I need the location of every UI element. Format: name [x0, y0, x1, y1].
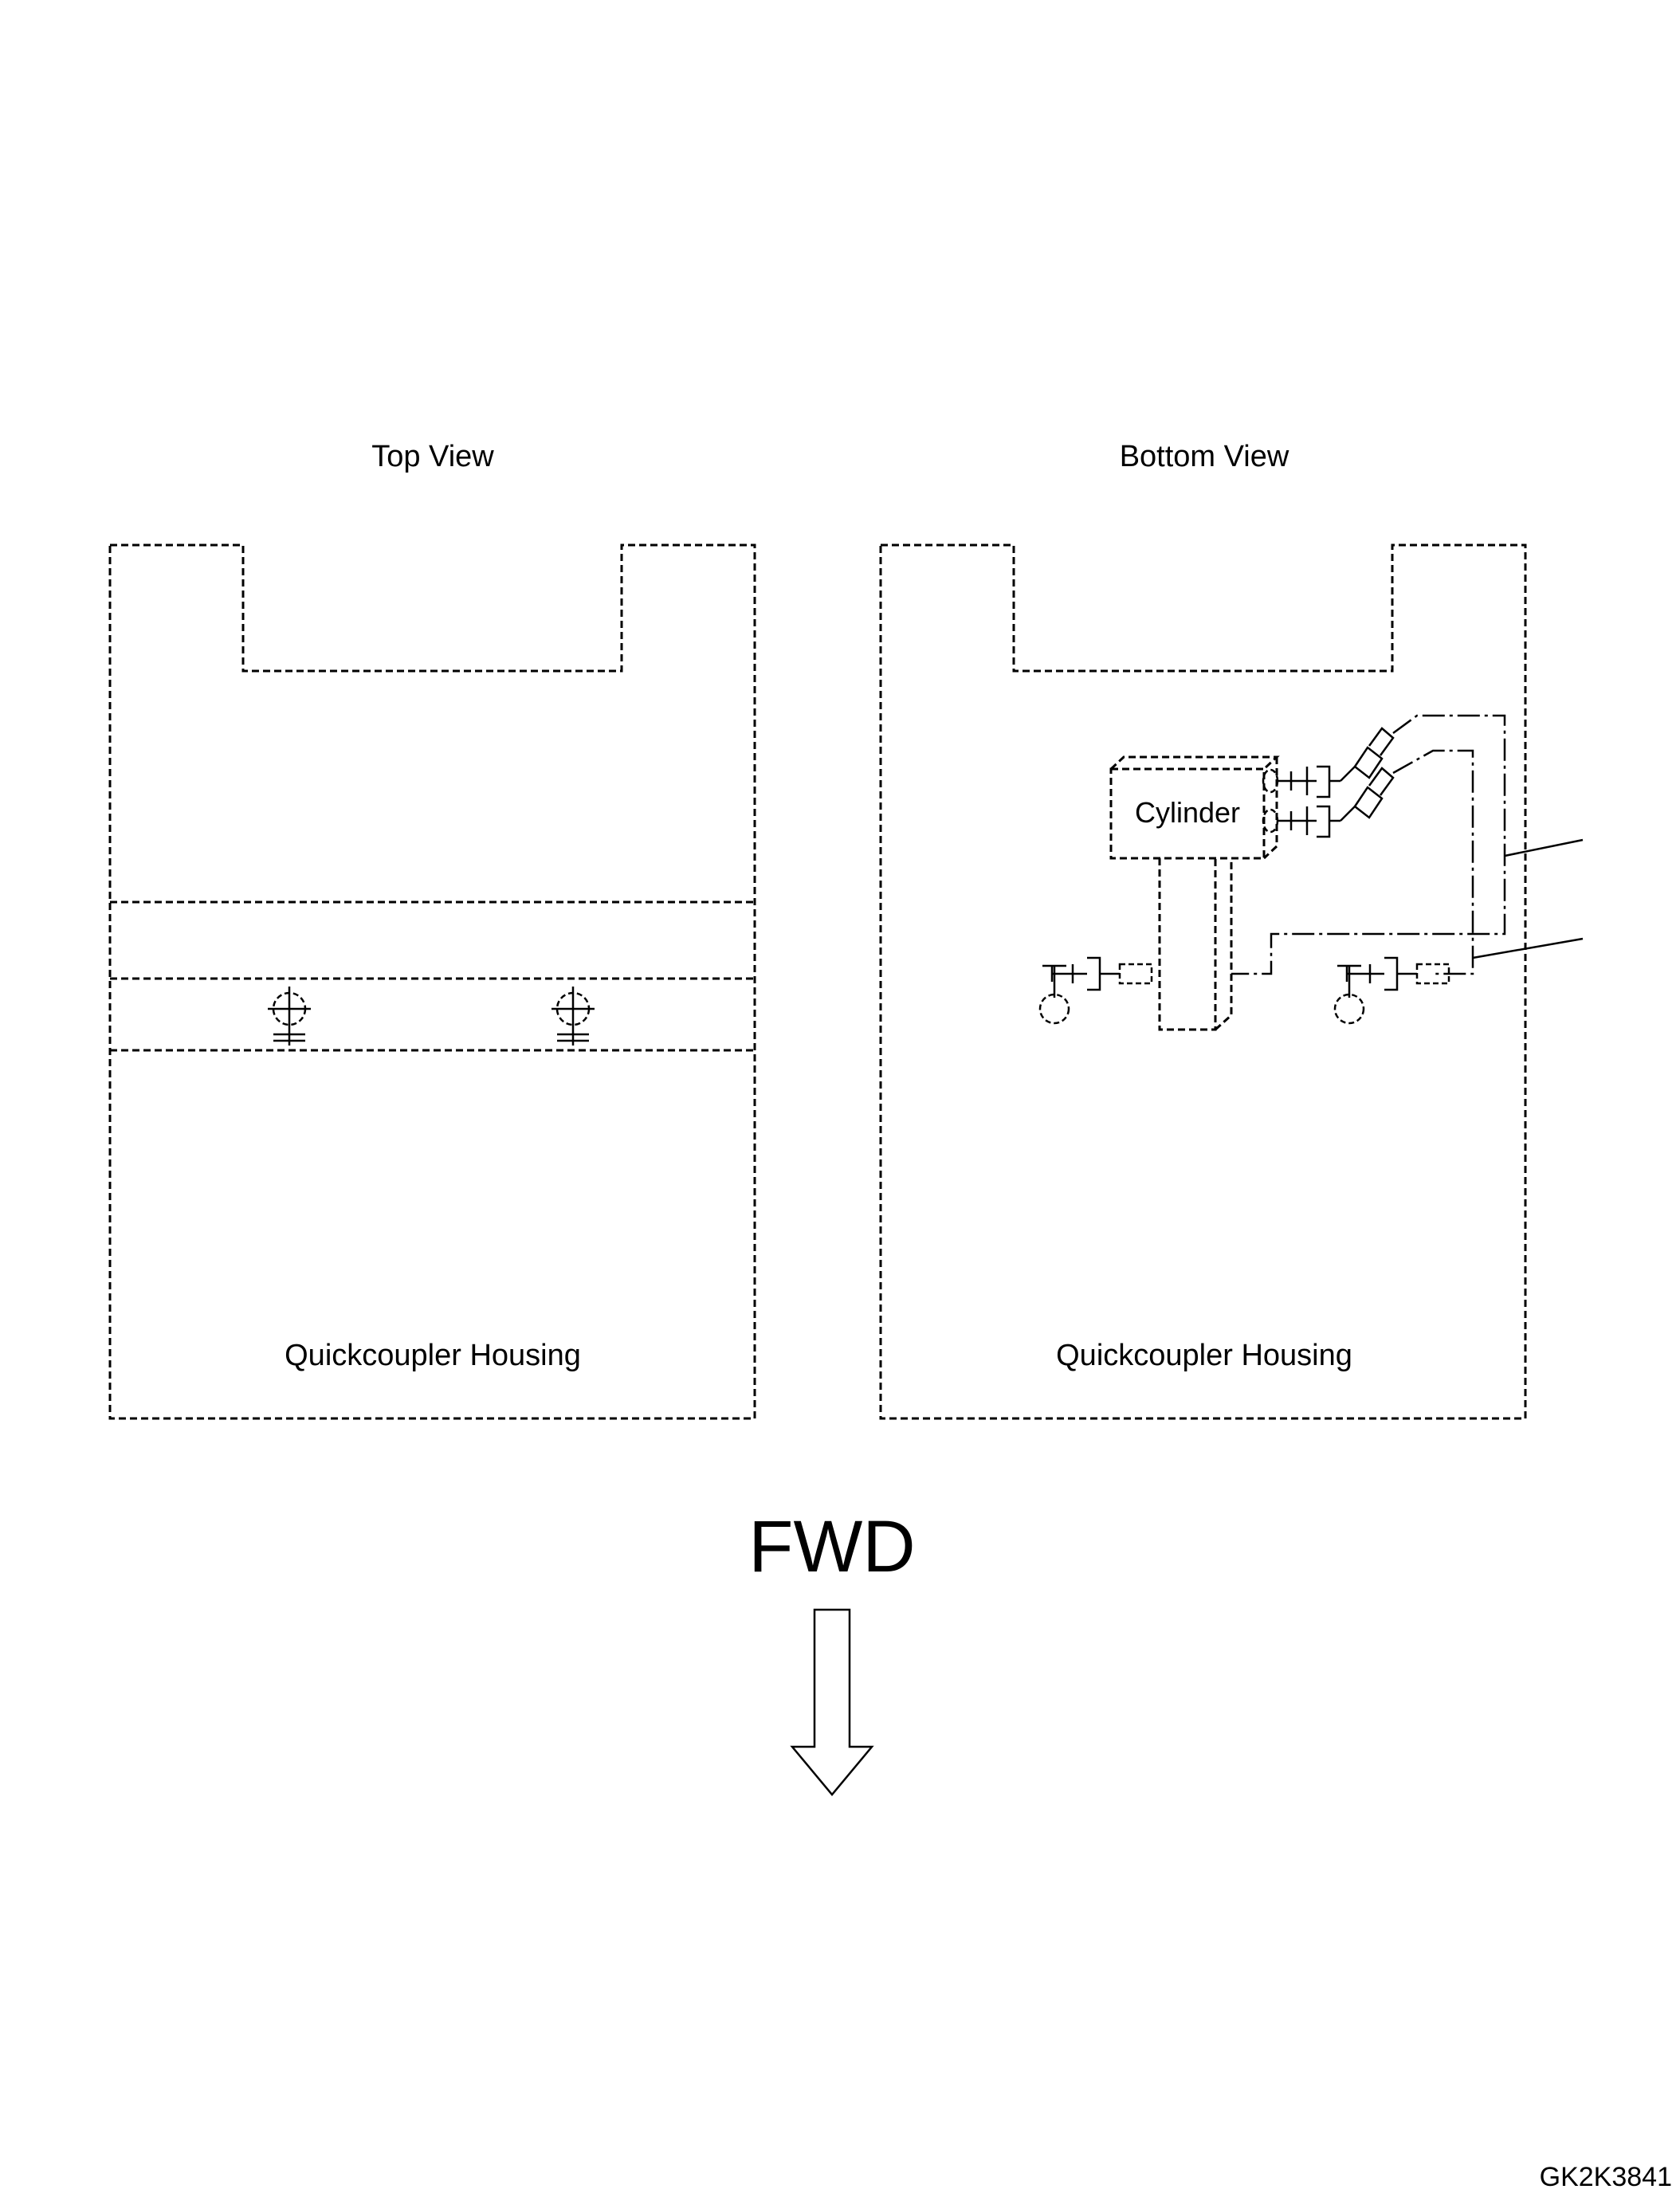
hose-fitting	[1050, 956, 1153, 991]
hose-fitting	[1345, 956, 1450, 991]
cylinder-port	[1262, 768, 1279, 834]
bolt-symbol	[1333, 964, 1365, 1025]
top-view-title: Top View	[371, 440, 494, 473]
cylinder: Cylinder	[1109, 755, 1280, 860]
bottom-view: Bottom View Cylinder	[879, 440, 1584, 1420]
top-view: Top View Quickcoupler Housing	[108, 440, 756, 1420]
leader-line	[1472, 937, 1584, 959]
hose-fitting	[1278, 767, 1395, 838]
cylinder-label: Cylinder	[1135, 796, 1240, 829]
figure-id: GK2K3841	[1540, 2162, 1672, 2192]
bolt-symbol	[1038, 964, 1070, 1025]
bottom-view-title: Bottom View	[1120, 440, 1289, 473]
hose-fitting	[1278, 727, 1395, 798]
bolt-symbol	[551, 987, 595, 1046]
bottom-view-housing-label: Quickcoupler Housing	[1056, 1339, 1352, 1372]
top-view-housing-label: Quickcoupler Housing	[285, 1339, 581, 1372]
cylinder-rod	[1158, 858, 1217, 1031]
leader-line	[1504, 838, 1584, 857]
top-view-housing-outline	[108, 543, 756, 1420]
down-arrow-icon	[790, 1608, 874, 1796]
cylinder-rod-side	[1214, 858, 1233, 1031]
hose-line	[1392, 749, 1474, 975]
fwd-label: FWD	[748, 1506, 915, 1587]
bottom-view-housing-outline	[879, 543, 1527, 1420]
bolt-symbol	[268, 987, 311, 1046]
hose-line	[1231, 714, 1506, 975]
